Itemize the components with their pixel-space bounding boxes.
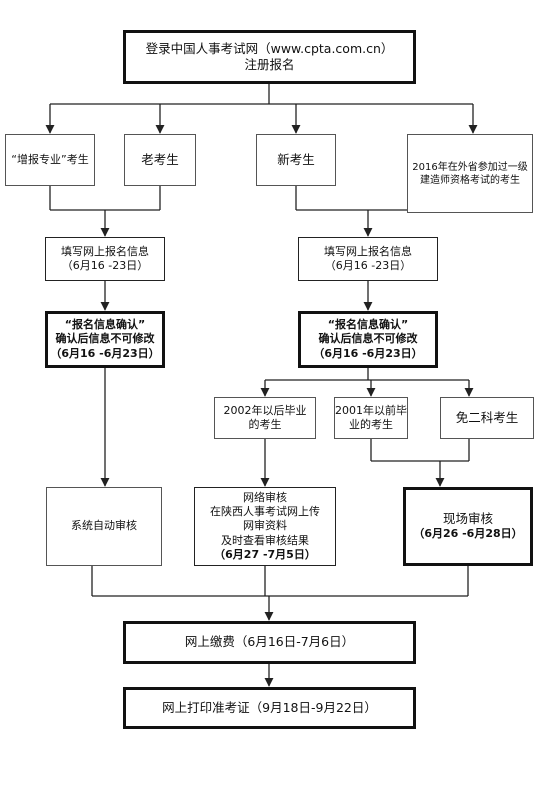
branch-grad-after-2002-line2: 的考生 xyxy=(248,418,282,431)
fill-info-left-line1: 填写网上报名信息 xyxy=(61,244,149,258)
fill-info-right-line2: （6月16 -23日） xyxy=(324,259,412,272)
print-ticket-box: 网上打印准考证（9月18日-9月22日） xyxy=(123,687,416,729)
online-review-box: 网络审核 在陕西人事考试网上传 网审资料 及时查看审核结果 （6月27 -7月5… xyxy=(194,487,336,566)
category-new-label: 新考生 xyxy=(277,151,315,167)
print-ticket-label: 网上打印准考证（9月18日-9月22日） xyxy=(162,699,377,715)
category-add-major-label: “增报专业”考生 xyxy=(11,152,89,166)
branch-exempt-two-label: 免二科考生 xyxy=(455,409,519,425)
onsite-review-line1: 现场审核 xyxy=(442,511,493,527)
category-old-label: 老考生 xyxy=(141,151,179,167)
confirm-left: “报名信息确认” 确认后信息不可修改 （6月16 -6月23日） xyxy=(45,311,165,368)
auto-review-box: 系统自动审核 xyxy=(46,487,162,566)
pay-box: 网上缴费（6月16日-7月6日） xyxy=(123,621,416,664)
pay-label: 网上缴费（6月16日-7月6日） xyxy=(184,634,355,650)
fill-info-left-line2: （6月16 -23日） xyxy=(61,259,149,272)
category-add-major: “增报专业”考生 xyxy=(5,134,95,186)
branch-grad-before-2001-line1: 2001年以前毕 xyxy=(335,403,407,417)
category-other-province-line1: 2016年在外省参加过一级 xyxy=(412,161,528,173)
online-review-line4: 及时查看审核结果 xyxy=(221,533,309,547)
confirm-right-line2: 确认后信息不可修改 xyxy=(318,332,418,346)
auto-review-label: 系统自动审核 xyxy=(71,519,137,533)
confirm-right: “报名信息确认” 确认后信息不可修改 （6月16 -6月23日） xyxy=(298,311,438,368)
online-review-line3: 网审资料 xyxy=(243,519,287,533)
category-other-province-line2: 建造师资格考试的考生 xyxy=(420,174,520,186)
fill-info-right: 填写网上报名信息 （6月16 -23日） xyxy=(298,237,438,281)
confirm-left-line1: “报名信息确认” xyxy=(64,318,146,332)
confirm-left-line3: （6月16 -6月23日） xyxy=(50,346,160,360)
category-other-province: 2016年在外省参加过一级 建造师资格考试的考生 xyxy=(407,134,533,213)
branch-grad-after-2002-line1: 2002年以后毕业 xyxy=(223,403,307,417)
confirm-right-line3: （6月16 -6月23日） xyxy=(313,346,423,360)
branch-grad-before-2001-line2: 业的考生 xyxy=(349,418,393,431)
branch-exempt-two: 免二科考生 xyxy=(440,397,534,439)
register-line1: 登录中国人事考试网（www.cpta.com.cn） xyxy=(145,40,394,56)
fill-info-left: 填写网上报名信息 （6月16 -23日） xyxy=(45,237,165,281)
category-old: 老考生 xyxy=(124,134,196,186)
category-new: 新考生 xyxy=(256,134,336,186)
onsite-review-line2: （6月26 -6月28日） xyxy=(413,527,523,541)
register-box: 登录中国人事考试网（www.cpta.com.cn） 注册报名 xyxy=(123,30,416,84)
online-review-line5: （6月27 -7月5日） xyxy=(214,547,316,561)
confirm-left-line2: 确认后信息不可修改 xyxy=(55,332,155,346)
onsite-review-box: 现场审核 （6月26 -6月28日） xyxy=(403,487,533,566)
fill-info-right-line1: 填写网上报名信息 xyxy=(324,244,412,258)
confirm-right-line1: “报名信息确认” xyxy=(327,318,409,332)
branch-grad-before-2001: 2001年以前毕 业的考生 xyxy=(334,397,408,439)
register-line2: 注册报名 xyxy=(244,57,295,72)
branch-grad-after-2002: 2002年以后毕业 的考生 xyxy=(214,397,316,439)
online-review-line2: 在陕西人事考试网上传 xyxy=(210,505,320,519)
online-review-line1: 网络审核 xyxy=(243,490,287,504)
